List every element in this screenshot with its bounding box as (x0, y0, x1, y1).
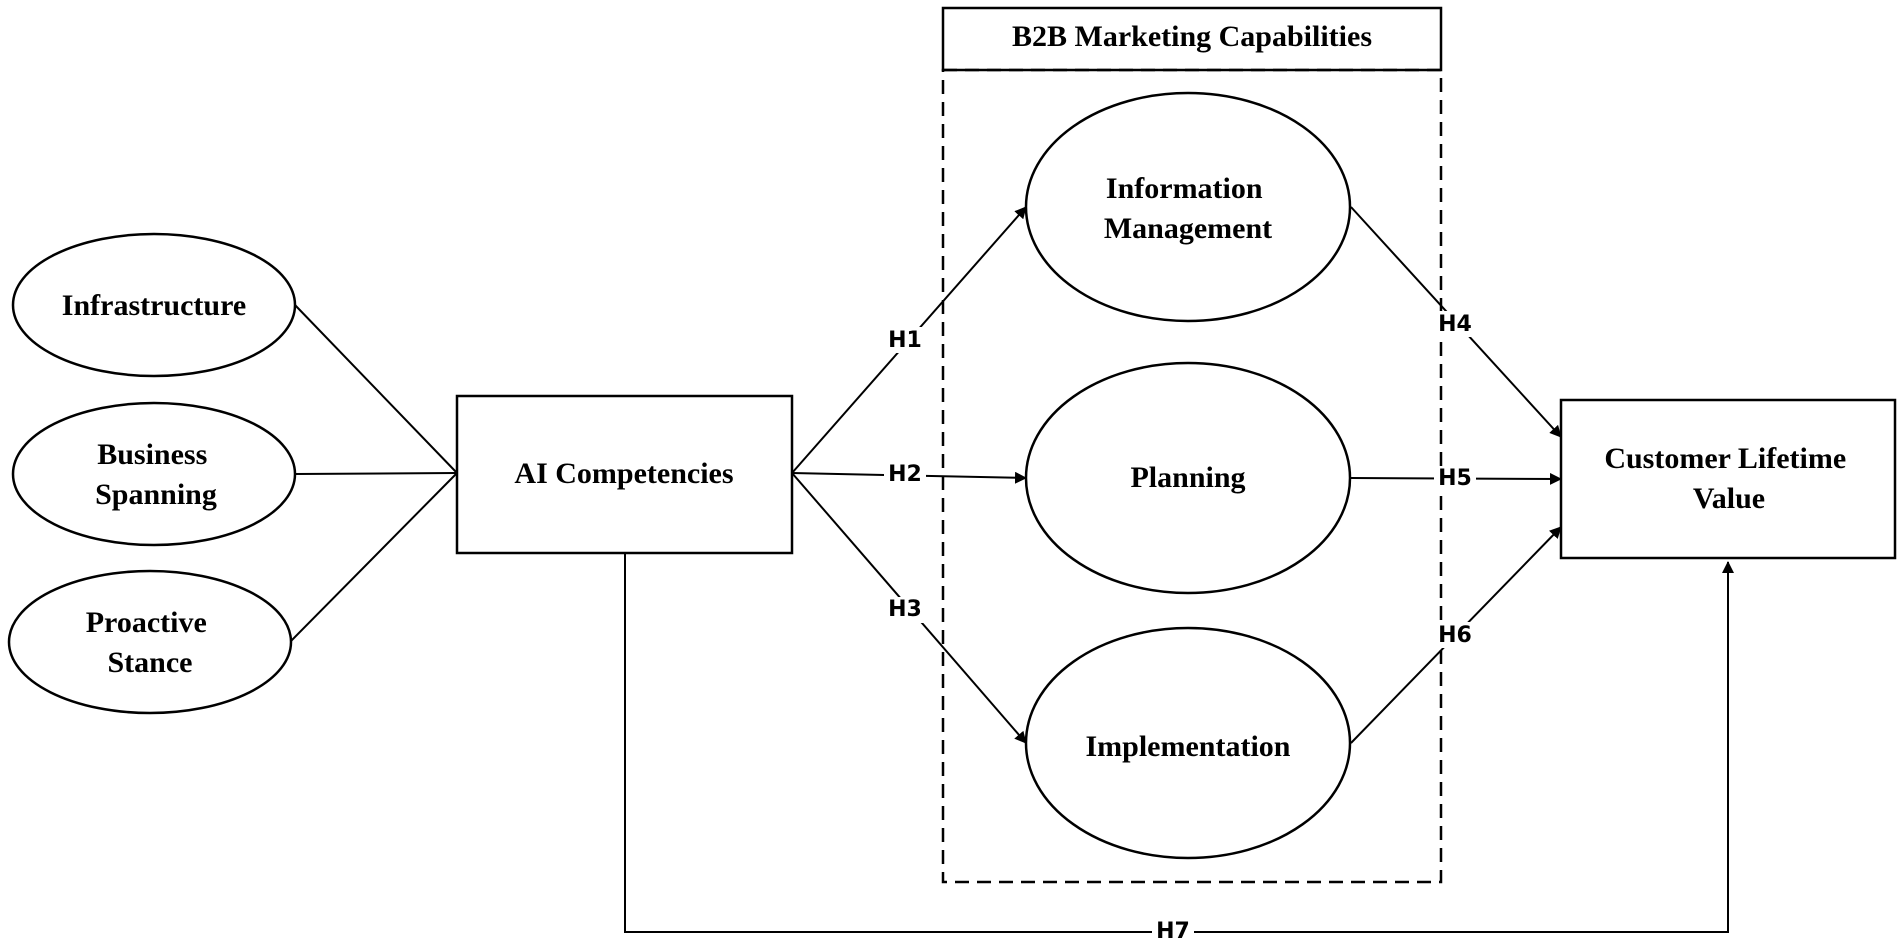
information-management-ellipse (1024, 91, 1352, 323)
hypothesis-label-h6: H6 (1438, 623, 1472, 648)
ai-competencies-label: AI Competencies (514, 457, 733, 490)
proactive-stance-label: Proactive Stance (86, 606, 215, 679)
group-title-box (941, 6, 1443, 72)
link-business-spanning-ai (294, 472, 458, 475)
planning-ellipse (1024, 361, 1352, 595)
business-spanning-label: Business Spanning (95, 438, 217, 511)
infrastructure-label: Infrastructure (62, 289, 246, 322)
hypothesis-labels: H1 H2 H3 H4 H5 H6 H7 (884, 311, 1476, 945)
hypothesis-label-h7: H7 (1156, 919, 1190, 944)
ai-competencies-box (455, 394, 794, 555)
link-proactive-stance-ai (289, 472, 458, 643)
antecedent-links (289, 304, 458, 643)
h2-label-bg (884, 462, 926, 488)
hypothesis-label-h4: H4 (1438, 312, 1472, 337)
business-spanning-ellipse (11, 401, 297, 547)
group-title: B2B Marketing Capabilities (1012, 20, 1372, 53)
infrastructure-ellipse (11, 232, 297, 378)
hypothesis-label-h1: H1 (888, 328, 922, 353)
planning-label: Planning (1130, 461, 1245, 494)
implementation-label: Implementation (1086, 730, 1291, 763)
node-business-spanning: Business Spanning (11, 401, 297, 547)
h5-label-bg (1434, 466, 1476, 492)
implementation-ellipse (1024, 626, 1352, 860)
customer-lifetime-value-label: Customer Lifetime Value (1604, 442, 1853, 515)
hypothesis-label-h2: H2 (888, 462, 922, 487)
proactive-stance-ellipse (7, 569, 293, 715)
hypothesis-label-h3: H3 (888, 597, 922, 622)
hypothesis-label-h5: H5 (1438, 466, 1472, 491)
customer-lifetime-value-box (1559, 398, 1897, 560)
h4-label-bg (1434, 311, 1476, 337)
node-information-management: Information Management (1024, 91, 1352, 323)
b2b-marketing-capabilities-group: B2B Marketing Capabilities (941, 6, 1443, 884)
node-proactive-stance: Proactive Stance (7, 569, 293, 715)
h7-label-bg (1152, 919, 1194, 945)
node-infrastructure: Infrastructure (11, 232, 297, 378)
h6-label-bg (1434, 622, 1476, 648)
node-implementation: Implementation (1024, 626, 1352, 860)
h3-label-bg (884, 597, 926, 623)
information-management-label: Information Management (1104, 172, 1272, 245)
node-ai-competencies: AI Competencies (455, 394, 794, 555)
node-customer-lifetime-value: Customer Lifetime Value (1559, 398, 1897, 560)
node-planning: Planning (1024, 361, 1352, 595)
link-infrastructure-ai (294, 304, 458, 474)
h1-label-bg (884, 327, 926, 353)
